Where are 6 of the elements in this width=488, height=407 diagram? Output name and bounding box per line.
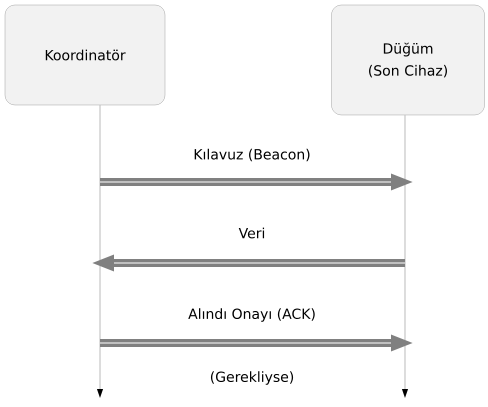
note-text: (Gerekliyse) — [210, 371, 294, 385]
message-label: Alındı Onayı (ACK) — [188, 308, 315, 322]
message-label: Veri — [238, 228, 264, 238]
participant-box: Düğüm (Son Cihaz) — [331, 4, 485, 116]
participant-box: Koordinatör — [4, 4, 166, 106]
message-label: Kılavuz (Beacon) — [194, 148, 310, 162]
